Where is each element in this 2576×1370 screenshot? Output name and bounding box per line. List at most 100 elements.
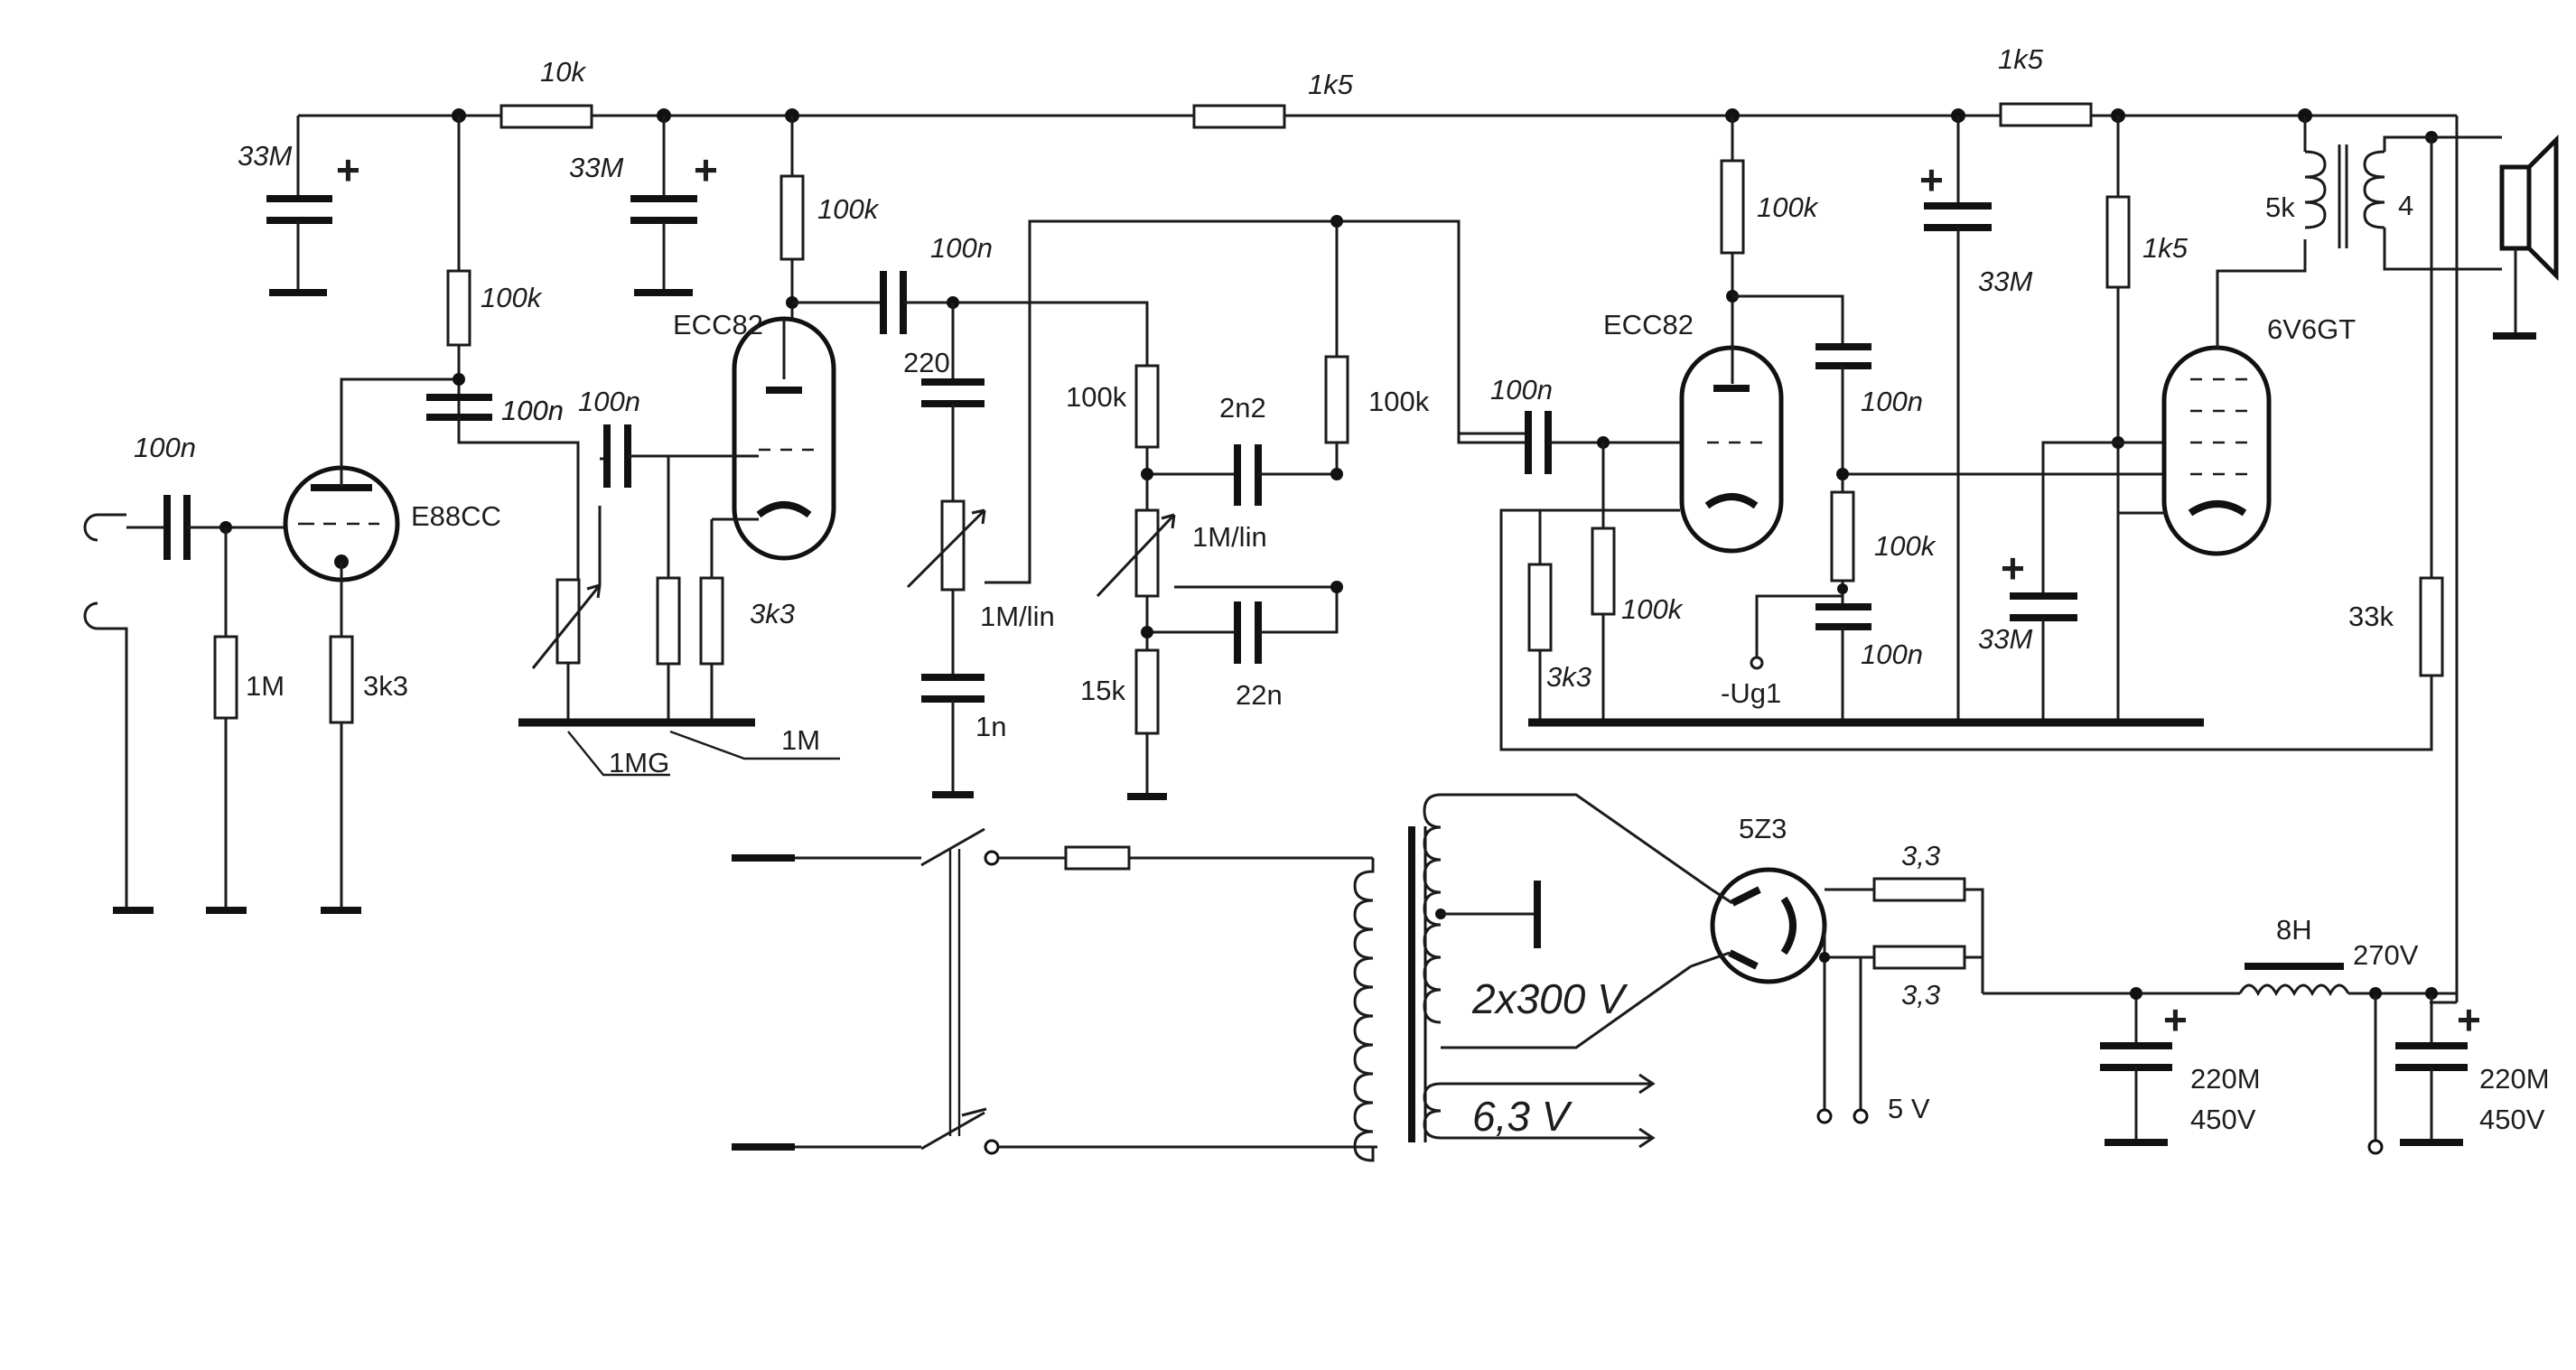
label-5z3: 5Z3 bbox=[1739, 813, 1787, 844]
label-450V-a: 450V bbox=[2190, 1104, 2256, 1135]
tube-e88cc bbox=[283, 377, 459, 914]
label-6v6gt: 6V6GT bbox=[2267, 313, 2356, 345]
label-ecc82-b: ECC82 bbox=[1603, 309, 1694, 340]
output-transformer bbox=[2303, 116, 2502, 271]
resistor-1M-grid bbox=[656, 456, 681, 722]
label-33M-d: 33M bbox=[1978, 623, 2032, 655]
resistor-100k-v1-anode bbox=[779, 116, 805, 319]
electrolytic-33M-c bbox=[1924, 116, 1992, 722]
label-1k5-b: 1k5 bbox=[1998, 43, 2044, 75]
label-33M-c: 33M bbox=[1978, 266, 2032, 297]
label-450V-b: 450V bbox=[2479, 1104, 2545, 1135]
label-33M-b: 33M bbox=[569, 152, 623, 183]
electrolytic-33M-b bbox=[630, 116, 697, 296]
label-ug1: -Ug1 bbox=[1721, 677, 1781, 709]
resistor-1M bbox=[206, 527, 247, 914]
resistor-100k-v3-anode bbox=[1720, 116, 1745, 348]
tube-6v6gt bbox=[2118, 239, 2307, 556]
electrolytic-33M-d bbox=[2010, 441, 2168, 722]
resistors-3-3 bbox=[1872, 877, 2240, 995]
label-8H: 8H bbox=[2276, 914, 2312, 946]
capacitor-100n-tone-coupling bbox=[792, 271, 1149, 361]
label-270V: 270V bbox=[2353, 939, 2419, 971]
potentiometer-1MG bbox=[531, 506, 602, 722]
label-100k-tone1: 100k bbox=[1066, 381, 1127, 413]
label-220M-b: 220M bbox=[2479, 1063, 2550, 1095]
resistor-1k5-b bbox=[1999, 102, 2093, 127]
filament-terminal-b bbox=[1853, 1108, 1869, 1124]
coupling-output-net bbox=[1732, 294, 2168, 722]
leader-lines bbox=[567, 730, 840, 777]
label-33k: 33k bbox=[2348, 601, 2394, 632]
plus-sign-f: + bbox=[2457, 996, 2481, 1043]
tone-stack-right bbox=[1096, 221, 1349, 800]
label-100n-f: 100n bbox=[1861, 386, 1923, 417]
label-5k: 5k bbox=[2265, 191, 2295, 223]
b-plus-rail bbox=[298, 114, 2459, 1004]
label-15k: 15k bbox=[1080, 675, 1125, 706]
label-1k5-c: 1k5 bbox=[2142, 232, 2189, 264]
label-ecc82-a: ECC82 bbox=[673, 309, 763, 340]
label-3k3-c: 3k3 bbox=[1546, 661, 1591, 693]
label-33M-a: 33M bbox=[238, 140, 292, 172]
tone-junctions bbox=[1141, 215, 1343, 638]
label-100k-in: 100k bbox=[481, 282, 543, 313]
power-transformer bbox=[1353, 793, 1713, 1162]
filament-arrow-right-icon bbox=[1617, 1073, 1656, 1095]
label-2n2: 2n2 bbox=[1219, 392, 1266, 424]
label-1k5-a: 1k5 bbox=[1308, 69, 1354, 100]
label-100n-d: 100n bbox=[930, 232, 993, 264]
label-10k: 10k bbox=[540, 56, 586, 88]
resistor-1k5-a bbox=[1192, 104, 1286, 129]
label-6-3V: 6,3 V bbox=[1472, 1093, 1573, 1140]
tube-ecc82-a bbox=[695, 316, 836, 561]
label-100n-g: 100n bbox=[1861, 638, 1923, 670]
label-3-3-a: 3,3 bbox=[1901, 840, 1940, 871]
label-100k-v3: 100k bbox=[1757, 191, 1819, 223]
tube-5z3 bbox=[1690, 867, 1874, 1109]
capacitor-100n-coupling-a bbox=[426, 394, 580, 587]
label-e88cc: E88CC bbox=[411, 500, 501, 532]
label-5V: 5 V bbox=[1888, 1093, 1930, 1124]
filament-arrow-right-icon-b bbox=[1617, 1127, 1656, 1149]
capacitor-100n-coupling-b bbox=[600, 424, 695, 488]
label-100n-a: 100n bbox=[501, 395, 564, 426]
electrolytic-220M-a bbox=[2100, 993, 2172, 1146]
label-100n-e: 100n bbox=[1490, 374, 1553, 405]
resistor-33k-feedback bbox=[1499, 137, 2444, 751]
resistor-3k3-cathode-b bbox=[1527, 508, 1680, 722]
label-100k-v1: 100k bbox=[817, 193, 880, 225]
label-100n-b: 100n bbox=[578, 386, 640, 417]
capacitor-100n-ecc82b bbox=[1457, 411, 1680, 474]
ug1-terminal bbox=[1750, 656, 1764, 670]
plus-sign-b: + bbox=[694, 146, 718, 193]
mains-input bbox=[732, 827, 1377, 1155]
label-3-3-b: 3,3 bbox=[1901, 979, 1940, 1011]
label-1M-lin-b: 1M/lin bbox=[1192, 521, 1267, 553]
label-1MG: 1MG bbox=[609, 747, 669, 778]
tone-wiper-loop bbox=[985, 219, 1526, 584]
label-100k-grid: 100k bbox=[1621, 593, 1684, 625]
ground-terminal bbox=[2367, 1139, 2384, 1155]
label-1M-lin-a: 1M/lin bbox=[980, 601, 1055, 632]
label-3k3-b: 3k3 bbox=[750, 598, 795, 629]
label-4: 4 bbox=[2398, 190, 2413, 221]
label-100k-ug: 100k bbox=[1874, 530, 1937, 562]
label-1M-b: 1M bbox=[781, 724, 820, 756]
choke-8H bbox=[2238, 963, 2457, 997]
plus-sign-a: + bbox=[336, 146, 360, 193]
plus-sign-c: + bbox=[1919, 156, 1944, 203]
mains-switch-arrow-icon bbox=[961, 1107, 987, 1117]
resistor-100k-input-anode bbox=[446, 116, 471, 429]
resistor-3k3-cathode-a bbox=[699, 519, 724, 722]
electrolytic-33M-a bbox=[266, 116, 332, 296]
input-jacks bbox=[83, 513, 159, 914]
label-2x300: 2x300 V bbox=[1471, 975, 1629, 1022]
plus-sign-e: + bbox=[2163, 996, 2188, 1043]
label-220: 220 bbox=[903, 347, 950, 378]
speaker-icon bbox=[2493, 134, 2559, 340]
resistor-100k-grid-b bbox=[1591, 443, 1616, 722]
capacitor-100n-input bbox=[159, 495, 296, 560]
label-100n-input: 100n bbox=[134, 432, 196, 463]
